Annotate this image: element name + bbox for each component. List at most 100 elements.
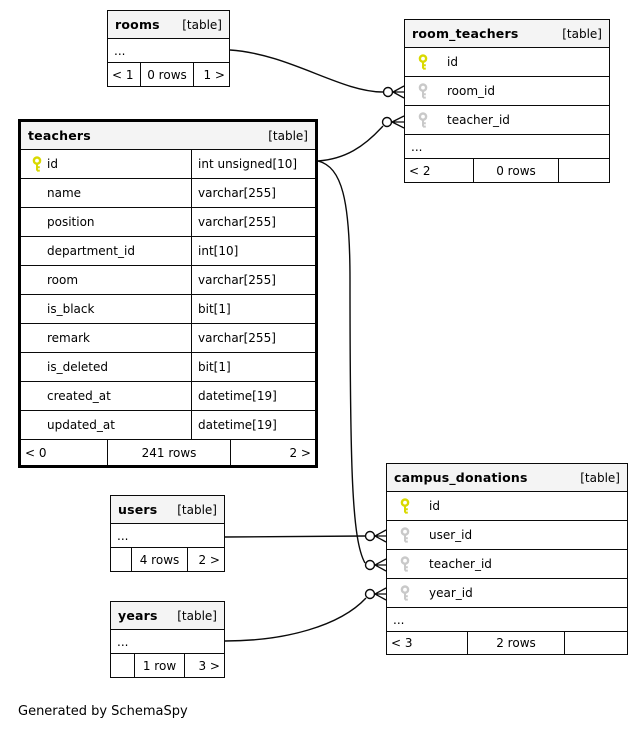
table-room_teachers-header: room_teachers [table] — [405, 20, 609, 48]
column-type: datetime[19] — [191, 411, 315, 439]
parents-count: < 1 — [112, 67, 134, 82]
table-campus_donations[interactable]: campus_donations [table] id user_id teac… — [386, 463, 628, 655]
parents-count — [111, 548, 131, 571]
edge-teachers-id-to-campus_donations-teacher_id — [317, 160, 387, 572]
column-row: is_deleted bit[1] — [21, 353, 315, 382]
column-type: int unsigned[10] — [191, 150, 315, 178]
column-row: id — [405, 48, 609, 77]
column-name: position — [47, 215, 95, 229]
column-type: int[10] — [191, 237, 315, 265]
table-room_teachers-footer: < 2 0 rows — [405, 159, 609, 182]
column-name: id — [447, 55, 458, 69]
table-name: campus_donations — [394, 470, 528, 485]
column-name: created_at — [47, 389, 111, 403]
table-teachers-footer: < 0 241 rows 2 > — [21, 440, 315, 465]
table-years-header: years [table] — [111, 602, 224, 630]
column-type: bit[1] — [191, 353, 315, 381]
column-row: room_id — [405, 77, 609, 106]
children-count: 2 > — [198, 552, 220, 567]
table-name: teachers — [28, 128, 91, 143]
column-name: teacher_id — [429, 557, 492, 571]
foreign-key-icon — [400, 556, 410, 572]
column-row: year_id — [387, 579, 627, 608]
children-count: 2 > — [289, 445, 311, 460]
column-name: department_id — [47, 244, 135, 258]
table-users[interactable]: users [table] ... 4 rows 2 > — [110, 495, 225, 572]
collapsed-columns-ellipsis: ... — [111, 630, 224, 654]
table-campus_donations-header: campus_donations [table] — [387, 464, 627, 492]
column-row: created_at datetime[19] — [21, 382, 315, 411]
column-row: is_black bit[1] — [21, 295, 315, 324]
row-count: 1 row — [134, 654, 185, 677]
column-name: id — [47, 157, 58, 171]
table-tag: [table] — [177, 502, 217, 517]
column-row: room varchar[255] — [21, 266, 315, 295]
table-years[interactable]: years [table] ... 1 row 3 > — [110, 601, 225, 678]
table-name: users — [118, 502, 158, 517]
table-rooms-footer: < 1 0 rows 1 > — [108, 63, 229, 86]
table-room_teachers[interactable]: room_teachers [table] id room_id teacher… — [404, 19, 610, 183]
column-name: updated_at — [47, 418, 115, 432]
edge-rooms-to-room_teachers-room_id — [229, 49, 405, 99]
column-type: varchar[255] — [191, 208, 315, 236]
column-type: varchar[255] — [191, 179, 315, 207]
column-name: name — [47, 186, 82, 200]
edge-years-to-campus_donations-year_id — [224, 587, 387, 642]
children-count — [559, 159, 609, 182]
column-row: teacher_id — [387, 550, 627, 579]
table-tag: [table] — [562, 26, 602, 41]
table-tag: [table] — [177, 608, 217, 623]
table-teachers[interactable]: teachers [table] id int unsigned[10] nam… — [18, 119, 318, 468]
column-row: remark varchar[255] — [21, 324, 315, 353]
column-name: room — [47, 273, 79, 287]
table-tag: [table] — [268, 128, 308, 143]
table-name: years — [118, 608, 158, 623]
table-years-footer: 1 row 3 > — [111, 654, 224, 677]
table-tag: [table] — [182, 17, 222, 32]
column-row: id — [387, 492, 627, 521]
column-row: position varchar[255] — [21, 208, 315, 237]
column-row: teacher_id — [405, 106, 609, 135]
column-name: is_black — [47, 302, 95, 316]
table-teachers-header: teachers [table] — [21, 122, 315, 150]
column-name: id — [429, 499, 440, 513]
row-count: 0 rows — [140, 63, 194, 86]
row-count: 2 rows — [467, 632, 565, 654]
collapsed-columns-ellipsis: ... — [387, 608, 627, 632]
column-name: is_deleted — [47, 360, 109, 374]
column-row: user_id — [387, 521, 627, 550]
table-campus_donations-footer: < 3 2 rows — [387, 632, 627, 654]
table-name: rooms — [115, 17, 160, 32]
table-name: room_teachers — [412, 26, 519, 41]
parents-count: < 0 — [25, 445, 47, 460]
column-name: room_id — [447, 84, 495, 98]
table-users-footer: 4 rows 2 > — [111, 548, 224, 571]
table-rooms[interactable]: rooms [table] ... < 1 0 rows 1 > — [107, 10, 230, 87]
parents-count: < 2 — [409, 163, 431, 178]
parents-count: < 3 — [391, 636, 413, 650]
foreign-key-icon — [400, 527, 410, 543]
row-count: 0 rows — [473, 159, 559, 182]
collapsed-columns-ellipsis: ... — [111, 524, 224, 548]
column-row: name varchar[255] — [21, 179, 315, 208]
column-type: bit[1] — [191, 295, 315, 323]
column-name: remark — [47, 331, 90, 345]
column-row: id int unsigned[10] — [21, 150, 315, 179]
row-count: 241 rows — [107, 440, 231, 465]
column-row: updated_at datetime[19] — [21, 411, 315, 440]
children-count — [565, 632, 627, 654]
row-count: 4 rows — [131, 548, 188, 571]
table-rooms-header: rooms [table] — [108, 11, 229, 39]
foreign-key-icon — [418, 83, 428, 99]
foreign-key-icon — [400, 585, 410, 601]
column-type: varchar[255] — [191, 266, 315, 294]
collapsed-columns-ellipsis: ... — [108, 39, 229, 63]
primary-key-icon — [400, 498, 410, 514]
edge-teachers-id-to-room_teachers-teacher_id — [317, 115, 405, 162]
table-users-header: users [table] — [111, 496, 224, 524]
column-name: year_id — [429, 586, 473, 600]
generated-by-note: Generated by SchemaSpy — [18, 704, 188, 719]
collapsed-columns-ellipsis: ... — [405, 135, 609, 159]
edge-users-to-campus_donations-user_id — [224, 529, 387, 543]
